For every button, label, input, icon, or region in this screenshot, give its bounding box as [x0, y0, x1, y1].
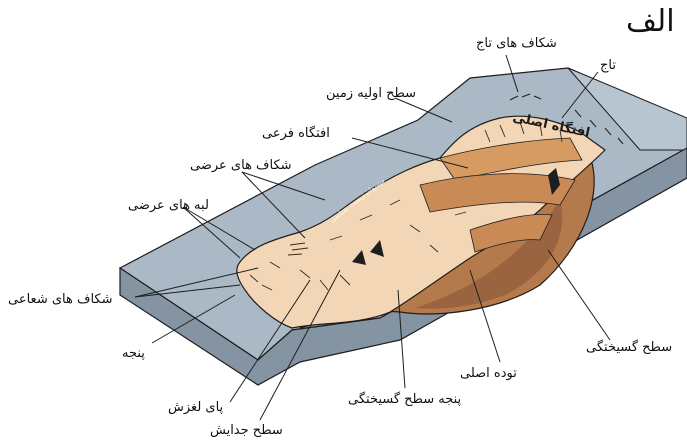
label-original-ground-surface: سطح اولیه زمین: [326, 86, 416, 102]
label-minor-scarp: افتگاه فرعی: [262, 126, 330, 142]
label-toe: پنجه: [122, 346, 145, 362]
label-toe-of-rupture-surface: پنجه سطح گسیختگی: [348, 392, 461, 408]
label-separation-surface: سطح جدایش: [210, 423, 283, 439]
label-rupture-surface: سطح گسیختگی: [586, 340, 672, 356]
label-foot: پای لغزش: [168, 400, 223, 416]
label-transverse-ridges: لبه های عرضی: [128, 198, 209, 214]
label-crown: تاج: [600, 58, 616, 74]
label-transverse-cracks: شکاف های عرضی: [190, 158, 292, 174]
label-radial-cracks: شکاف های شعاعی: [8, 292, 112, 308]
label-main-body: توده اصلی: [460, 366, 517, 382]
label-crown-cracks: شکاف های تاج: [476, 36, 557, 52]
figure-title: الف: [626, 4, 675, 39]
